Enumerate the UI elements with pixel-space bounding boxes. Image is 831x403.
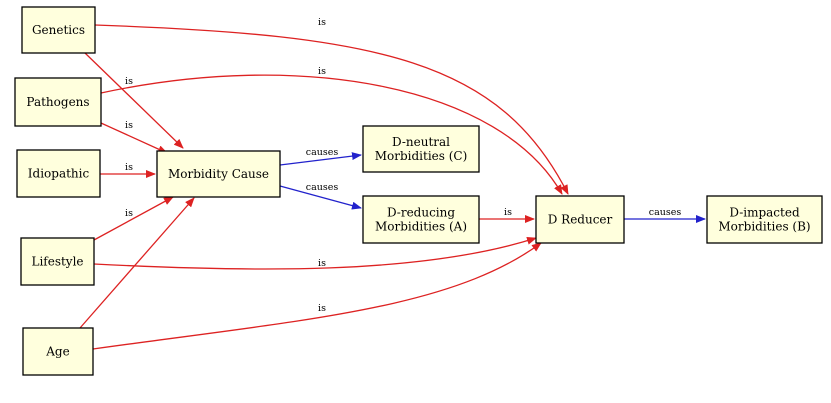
edge-age-morbidity (79, 197, 195, 329)
edge-morbidity-neutral: causes (279, 147, 362, 166)
edge-label: is (318, 258, 326, 269)
node-label: Lifestyle (31, 255, 83, 269)
node-label: Morbidities (B) (718, 220, 810, 234)
edge-label: causes (306, 182, 339, 193)
edge-pathogens-reducer: is (100, 66, 563, 195)
edge-label: is (125, 120, 133, 131)
edge-label: is (318, 66, 326, 77)
node-idiopathic: Idiopathic (16, 149, 101, 198)
node-label: Genetics (32, 23, 85, 37)
node-morbidity-cause: Morbidity Cause (156, 150, 281, 198)
node-box (21, 6, 96, 54)
node-label: Age (45, 345, 69, 359)
node-genetics: Genetics (21, 6, 96, 54)
node-label: Morbidity Cause (168, 167, 269, 181)
edges-layer: is is is is is is is is causes causes is causes (79, 17, 706, 350)
edge-line (92, 242, 542, 350)
edge-label: is (125, 162, 133, 173)
edge-label: is (125, 208, 133, 219)
edge-line (100, 122, 168, 154)
node-age: Age (22, 327, 94, 376)
node-label: Morbidities (C) (375, 149, 468, 163)
node-box (362, 195, 480, 244)
node-box (14, 77, 102, 127)
edge-line (279, 185, 362, 210)
edge-line (93, 196, 174, 241)
node-label: D Reducer (548, 213, 613, 227)
edge-label: is (504, 207, 512, 218)
edge-lifestyle-reducer: is (93, 236, 537, 270)
node-box (22, 327, 94, 376)
edge-label: is (125, 76, 133, 87)
node-lifestyle: Lifestyle (20, 237, 95, 286)
node-label: D-neutral (392, 135, 450, 149)
edge-label: is (318, 303, 326, 314)
node-box (535, 195, 625, 244)
edge-morbidity-reducing: causes (279, 182, 362, 210)
edge-label: causes (306, 147, 339, 158)
edge-genetics-reducer: is (94, 17, 569, 195)
node-box (362, 125, 480, 173)
node-pathogens: Pathogens (14, 77, 102, 127)
edge-reducing-reducer: is (479, 207, 535, 223)
edge-genetics-morbidity: is (84, 52, 184, 149)
edge-idiopathic-morbidity: is (100, 162, 156, 178)
node-label: D-reducing (387, 206, 455, 220)
edge-line (100, 74, 563, 195)
node-box (20, 237, 95, 286)
edge-lifestyle-morbidity: is (93, 196, 174, 241)
edge-label: causes (649, 207, 682, 218)
node-box (16, 149, 101, 198)
edge-line (84, 52, 184, 149)
edge-label: is (318, 17, 326, 28)
edge-line (94, 24, 569, 195)
node-box (706, 195, 823, 244)
edge-line (79, 197, 195, 329)
edge-pathogens-morbidity: is (100, 120, 168, 154)
node-d-reducer: D Reducer (535, 195, 625, 244)
edge-line (279, 152, 362, 166)
edge-reducer-impacted: causes (624, 207, 706, 223)
node-label: D-impacted (729, 206, 800, 220)
node-box (156, 150, 281, 198)
node-label: Pathogens (26, 95, 89, 109)
edge-age-reducer: is (92, 242, 542, 350)
edge-line (93, 236, 537, 270)
node-label: Idiopathic (28, 167, 90, 181)
node-label: Morbidities (A) (375, 220, 467, 234)
